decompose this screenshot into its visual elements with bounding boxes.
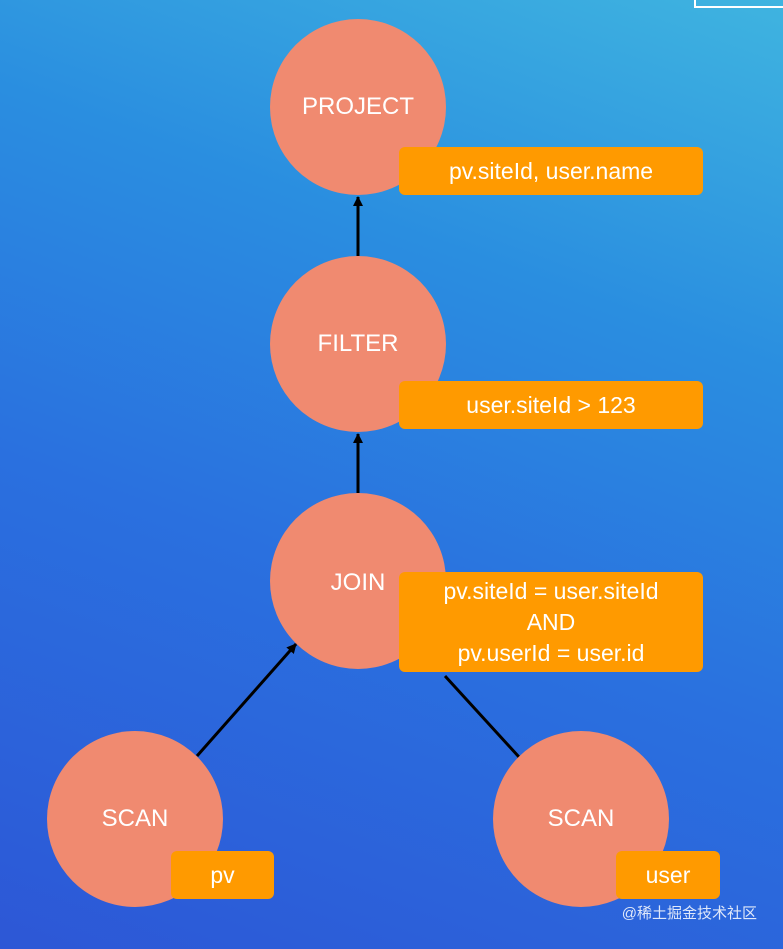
tag-filter-line-1: user.siteId > 123: [466, 391, 636, 418]
node-scan-user-label: SCAN: [547, 805, 615, 832]
tag-join-line-1: pv.siteId = user.siteId: [443, 577, 659, 604]
tag-scan-pv: pv: [171, 851, 274, 899]
tag-project: pv.siteId, user.name: [399, 147, 703, 195]
tag-filter: user.siteId > 123: [399, 381, 703, 429]
node-project-label: PROJECT: [301, 93, 414, 120]
node-join-label: JOIN: [330, 569, 386, 596]
tag-join-line-3: pv.userId = user.id: [457, 639, 645, 666]
corner-frame: [694, 0, 783, 8]
tag-join: pv.siteId = user.siteId AND pv.userId = …: [399, 572, 703, 672]
edge-scan-user-to-join: [443, 674, 521, 759]
tag-scan-user: user: [616, 851, 720, 899]
edge-scan-pv-to-join: [195, 643, 298, 757]
tag-scan-user-line-1: user: [645, 861, 691, 888]
tag-project-line-1: pv.siteId, user.name: [448, 157, 654, 184]
node-filter-label: FILTER: [317, 330, 399, 357]
node-scan-pv-label: SCAN: [101, 805, 169, 832]
node-project: PROJECT: [270, 19, 446, 195]
tag-scan-pv-line-1: pv: [210, 861, 235, 888]
watermark-text: @稀土掘金技术社区: [621, 905, 757, 922]
tag-join-line-2: AND: [526, 608, 576, 635]
